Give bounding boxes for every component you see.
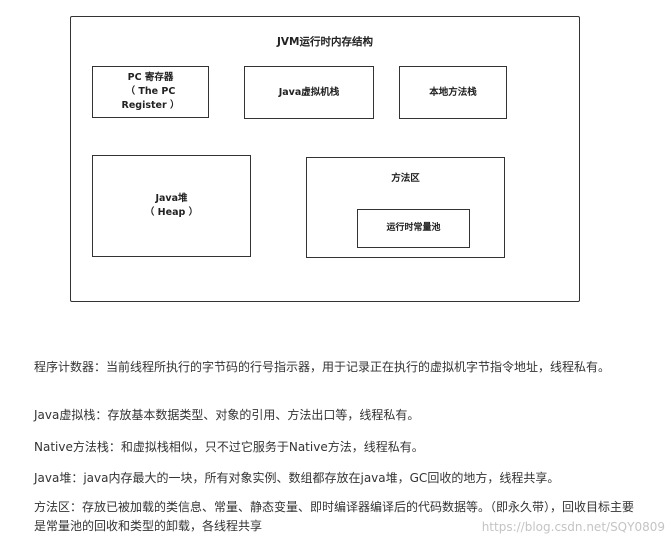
runtime-constant-pool-label: 运行时常量池 [386, 222, 441, 233]
vm-stack-box: Java虚拟机栈 [244, 66, 374, 119]
native-stack-box: 本地方法栈 [399, 66, 507, 119]
heap-sublabel: （ Heap ） [144, 207, 199, 218]
runtime-constant-pool-box: 运行时常量池 [357, 209, 470, 248]
native-stack-label: 本地方法栈 [429, 86, 477, 98]
method-area-box: 方法区 运行时常量池 [306, 157, 505, 258]
vm-stack-description: Java虚拟栈：存放基本数据类型、对象的引用、方法出口等，线程私有。 [34, 408, 420, 422]
method-area-description: 方法区：存放已被加载的类信息、常量、静态变量、即时编译器编译后的代码数据等。（即… [34, 500, 635, 533]
native-stack-description: Native方法栈：和虚拟栈相似，只不过它服务于Native方法，线程私有。 [34, 440, 424, 454]
pc-register-sublabel-2: Register ） [121, 99, 180, 111]
heap-description: Java堆：java内存最大的一块，所有对象实例、数组都存放在java堆，GC回… [34, 471, 560, 485]
pc-register-label: PC 寄存器 [127, 72, 174, 84]
heap-box: Java堆 （ Heap ） [92, 155, 251, 257]
vm-stack-label: Java虚拟机栈 [278, 86, 340, 98]
heap-label: Java堆 [155, 193, 188, 205]
watermark: https://blog.csdn.net/SQY0809 [481, 520, 665, 534]
pc-description: 程序计数器：当前线程所执行的字节码的行号指示器，用于记录正在执行的虚拟机字节指令… [34, 360, 611, 374]
diagram-title: JVM运行时内存结构 [277, 36, 373, 48]
pc-register-sublabel-1: （ The PC [125, 86, 176, 98]
pc-register-box: PC 寄存器 （ The PC Register ） [92, 66, 209, 118]
method-area-label: 方法区 [391, 173, 420, 184]
